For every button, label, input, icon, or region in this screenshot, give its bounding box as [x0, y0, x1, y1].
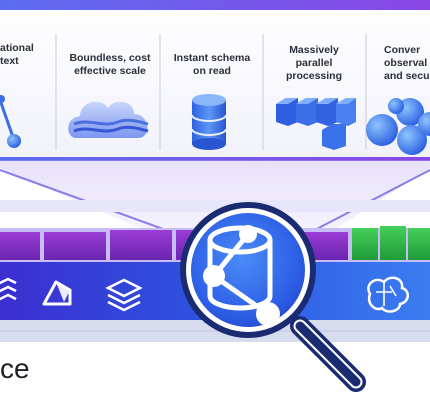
panel-label-boundless-scale: Boundless, cost effective scale: [69, 52, 151, 77]
database-graph-magnifier-icon: [180, 202, 366, 392]
graph-nodes-icon: [0, 95, 21, 148]
brain-icon: [367, 276, 409, 313]
bubble-cluster-icon: [366, 98, 430, 155]
database-cylinder-icon: [191, 94, 227, 150]
caption-word: ce: [0, 353, 30, 384]
layers-icon: [105, 278, 143, 312]
parallel-cubes-icon: [276, 98, 356, 150]
panel-label-observability: Conver observal and secu: [384, 44, 430, 82]
arrow-up-icon: [42, 280, 72, 306]
cloud-layers-icon: [68, 101, 149, 138]
panel-label-parallel-processing: Massively parallel processing: [285, 44, 343, 82]
panel-label-relational: ational text: [0, 42, 34, 67]
stack-icon: [0, 277, 17, 301]
panel-label-schema-on-read: Instant schema on read: [173, 52, 251, 77]
